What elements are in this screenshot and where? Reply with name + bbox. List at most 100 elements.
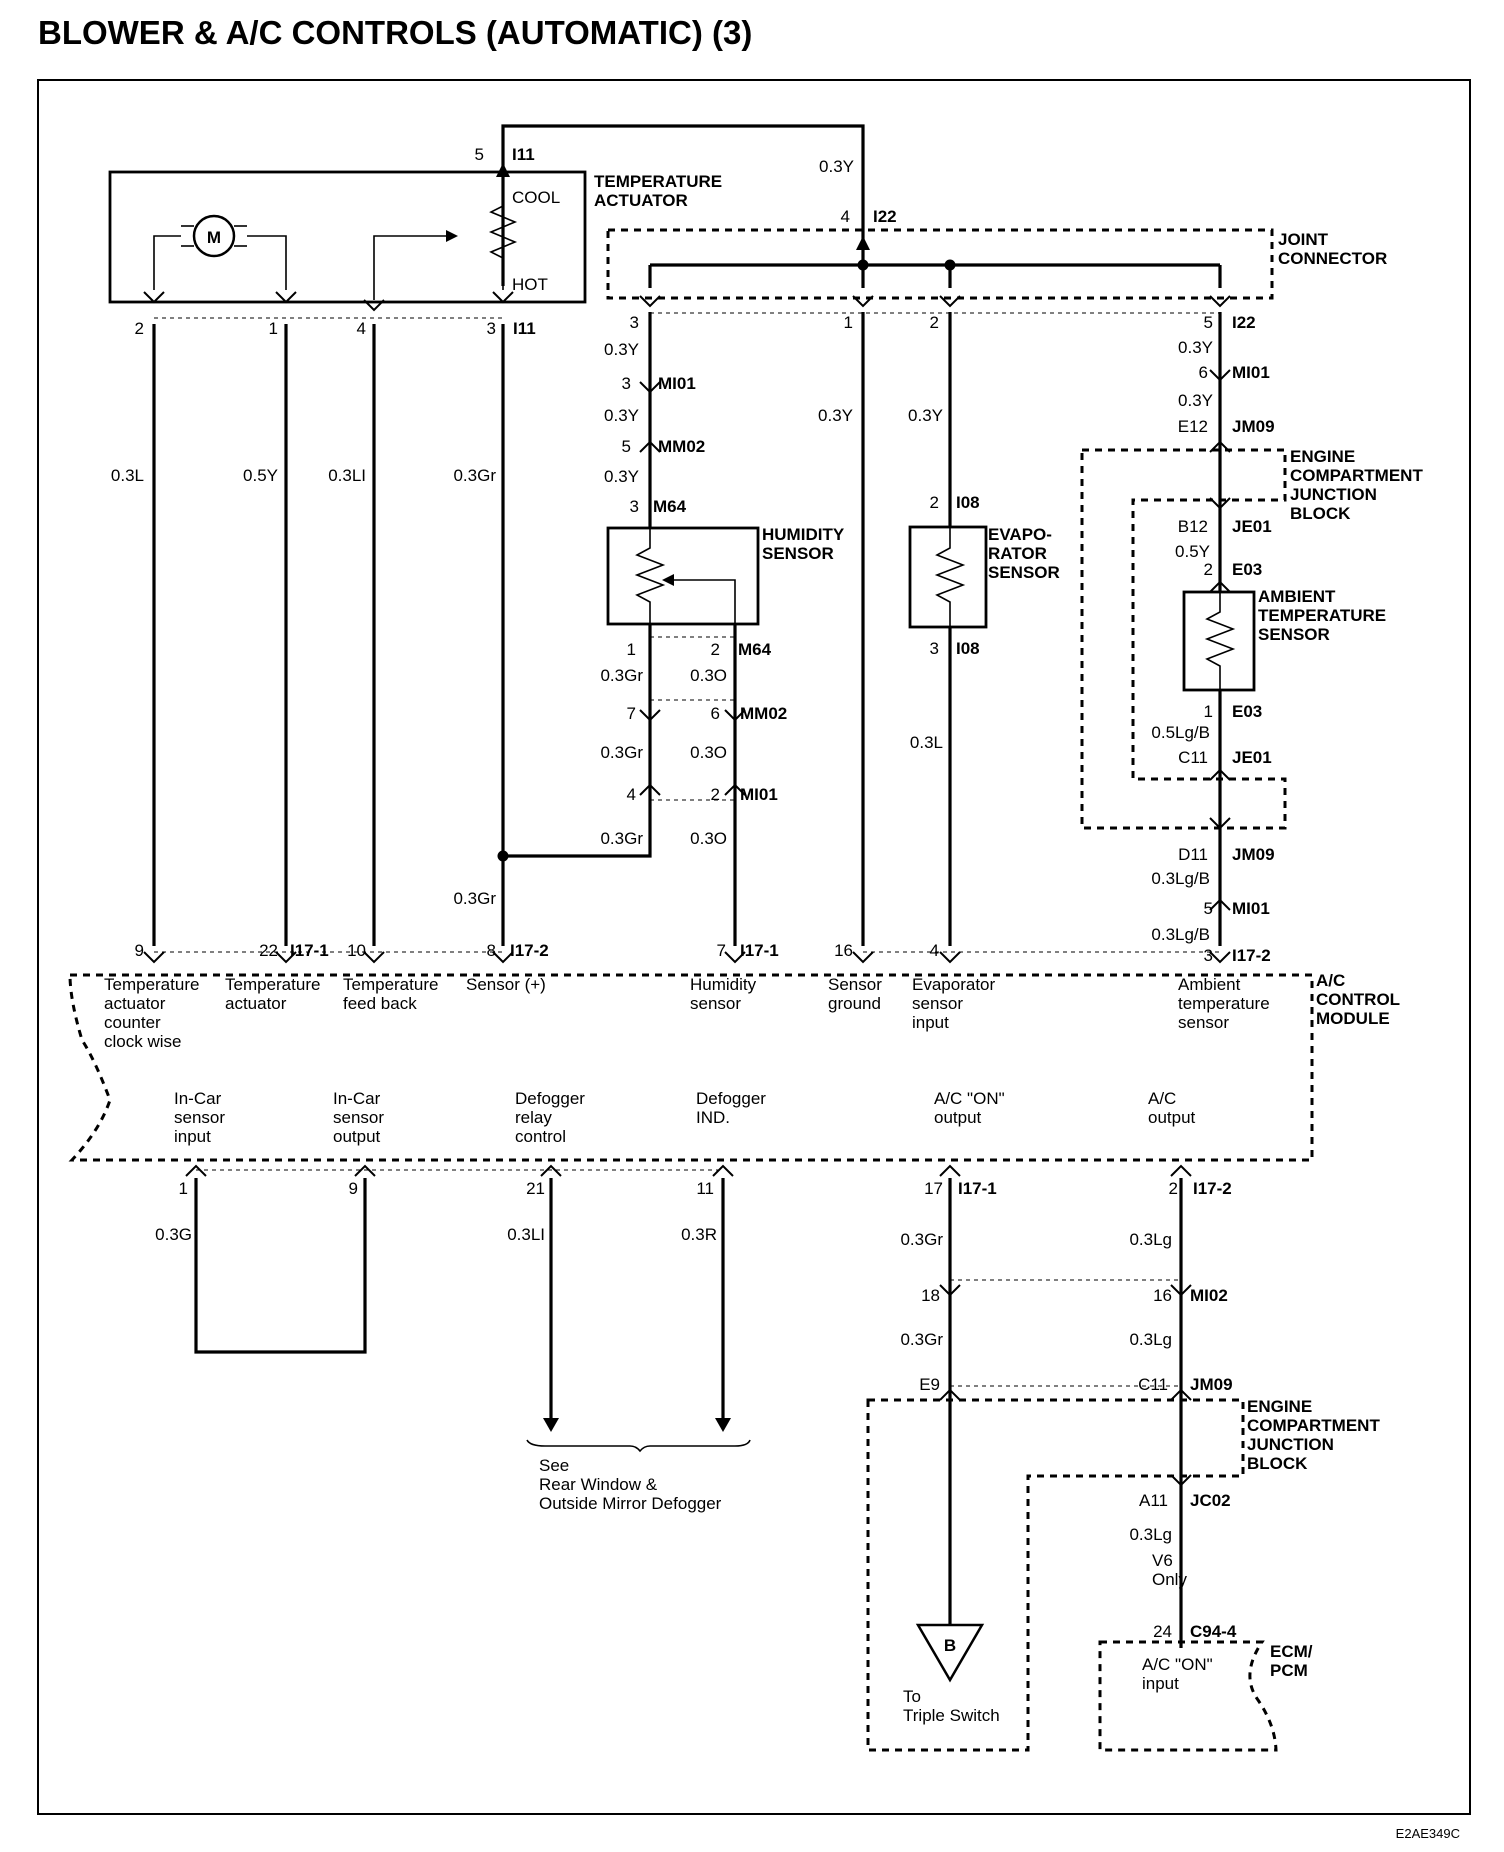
pin-or-wire-label: 0.3Y bbox=[604, 406, 639, 425]
connector-id: JM09 bbox=[1190, 1375, 1233, 1394]
pin-or-wire-label: 0.3Lg bbox=[1129, 1330, 1172, 1349]
pin-or-wire-label: E9 bbox=[919, 1375, 940, 1394]
connector-id: I17-2 bbox=[510, 941, 549, 960]
connector-id: I11 bbox=[513, 319, 536, 338]
pin-or-wire-label: 5 bbox=[475, 145, 484, 164]
pin-or-wire-label: 0.5Lg/B bbox=[1151, 723, 1210, 742]
arrowheads bbox=[496, 163, 870, 1432]
pin-or-wire-label: 2 bbox=[711, 640, 720, 659]
pin-or-wire-label: 0.3Y bbox=[1178, 338, 1213, 357]
pin-or-wire-label: 7 bbox=[627, 704, 636, 723]
connector-id: I22 bbox=[1232, 313, 1256, 332]
pin-or-wire-label: 11 bbox=[696, 1179, 714, 1198]
pin-or-wire-label: 2 bbox=[135, 319, 144, 338]
connector-id: E03 bbox=[1232, 702, 1262, 721]
ecm-pcm-box bbox=[1098, 1640, 1278, 1752]
connector-id: I17-1 bbox=[740, 941, 779, 960]
pin-or-wire-label: 3 bbox=[1204, 946, 1213, 965]
pin-or-wire-label: 4 bbox=[627, 785, 636, 804]
wires bbox=[152, 124, 1222, 1648]
pin-or-wire-label: 6 bbox=[711, 704, 720, 723]
pin-or-wire-label: 0.3Lg bbox=[1129, 1230, 1172, 1249]
pin-or-wire-label: 0.3O bbox=[690, 829, 727, 848]
defogger-brace bbox=[526, 1439, 751, 1453]
connector-id: MI01 bbox=[1232, 363, 1270, 382]
pin-or-wire-label: 0.3L bbox=[910, 733, 943, 752]
pin-or-wire-label: 4 bbox=[930, 941, 939, 960]
connector-id: MM02 bbox=[658, 437, 705, 456]
pin-or-wire-label: 16 bbox=[834, 941, 853, 960]
pin-or-wire-label: 0.3O bbox=[690, 666, 727, 685]
connector-id: MI02 bbox=[1190, 1286, 1228, 1305]
pin-or-wire-label: 16 bbox=[1153, 1286, 1172, 1305]
pin-or-wire-label: 0.3Y bbox=[818, 406, 853, 425]
figure-id: E2AE349C bbox=[1396, 1826, 1460, 1841]
connector-id: I08 bbox=[956, 639, 980, 658]
engine-junction-block-1 bbox=[1080, 448, 1287, 830]
connector-id: JC02 bbox=[1190, 1491, 1231, 1510]
ecm-ac-on-input-label: A/C "ON"input bbox=[1142, 1655, 1213, 1693]
pin-or-wire-label: 9 bbox=[135, 941, 144, 960]
pin-or-wire-label: B12 bbox=[1178, 517, 1208, 536]
pin-or-wire-label: C11 bbox=[1138, 1375, 1168, 1394]
pin-or-wire-label: 2 bbox=[1204, 560, 1213, 579]
motor-icon bbox=[192, 214, 236, 258]
pin-or-wire-label: 0.3R bbox=[681, 1225, 717, 1244]
svg-text:M: M bbox=[207, 228, 221, 247]
pin-or-wire-label: D11 bbox=[1178, 845, 1208, 864]
connector-id: E03 bbox=[1232, 560, 1262, 579]
pin-or-wire-label: 21 bbox=[526, 1179, 545, 1198]
pin-or-wire-label: 5 bbox=[622, 437, 631, 456]
pin-or-wire-label: C11 bbox=[1178, 748, 1208, 767]
pin-or-wire-label: 0.5Y bbox=[1175, 542, 1210, 561]
ecm-pcm-label: ECM/PCM bbox=[1270, 1642, 1313, 1680]
engine-junction-block-2 bbox=[866, 1398, 1245, 1752]
connector-chevrons bbox=[143, 291, 1231, 1487]
connector-id: JM09 bbox=[1232, 845, 1275, 864]
pin-or-wire-label: 3 bbox=[630, 497, 639, 516]
evaporator-sensor bbox=[908, 525, 988, 629]
pin-or-wire-label: 1 bbox=[179, 1179, 188, 1198]
pin-or-wire-label: 3 bbox=[622, 374, 631, 393]
pin-or-wire-label: 0.3Gr bbox=[453, 889, 496, 908]
connector-id: JE01 bbox=[1232, 748, 1272, 767]
pin-or-wire-label: 10 bbox=[347, 941, 366, 960]
connector-id: I08 bbox=[956, 493, 980, 512]
pin-or-wire-label: 5 bbox=[1204, 899, 1213, 918]
connector-id: I11 bbox=[512, 145, 535, 164]
pin-or-wire-label: 0.3Y bbox=[604, 467, 639, 486]
connector-id: MM02 bbox=[740, 704, 787, 723]
pin-or-wire-label: 3 bbox=[930, 639, 939, 658]
joint-connector-box bbox=[606, 228, 1274, 300]
triple-switch-tag: B bbox=[944, 1636, 956, 1655]
connector-id: I17-2 bbox=[1232, 946, 1271, 965]
pin-or-wire-label: 0.5Y bbox=[243, 466, 278, 485]
svg-text:COOL: COOL bbox=[512, 188, 560, 207]
splice-dots bbox=[497, 259, 956, 862]
pin-or-wire-label: 6 bbox=[1199, 363, 1208, 382]
pin-or-wire-label: 18 bbox=[921, 1286, 940, 1305]
wiper-arrow-icon bbox=[662, 574, 674, 586]
pin-or-wire-label: 17 bbox=[924, 1179, 943, 1198]
humidity-sensor bbox=[606, 526, 760, 626]
diagram-frame bbox=[37, 79, 1471, 1815]
pin-or-wire-label: 2 bbox=[711, 785, 720, 804]
resistor-icon bbox=[1204, 592, 1236, 690]
pin-or-wire-label: 0.3LI bbox=[507, 1225, 545, 1244]
connector-dashed-lines bbox=[154, 312, 1220, 1387]
